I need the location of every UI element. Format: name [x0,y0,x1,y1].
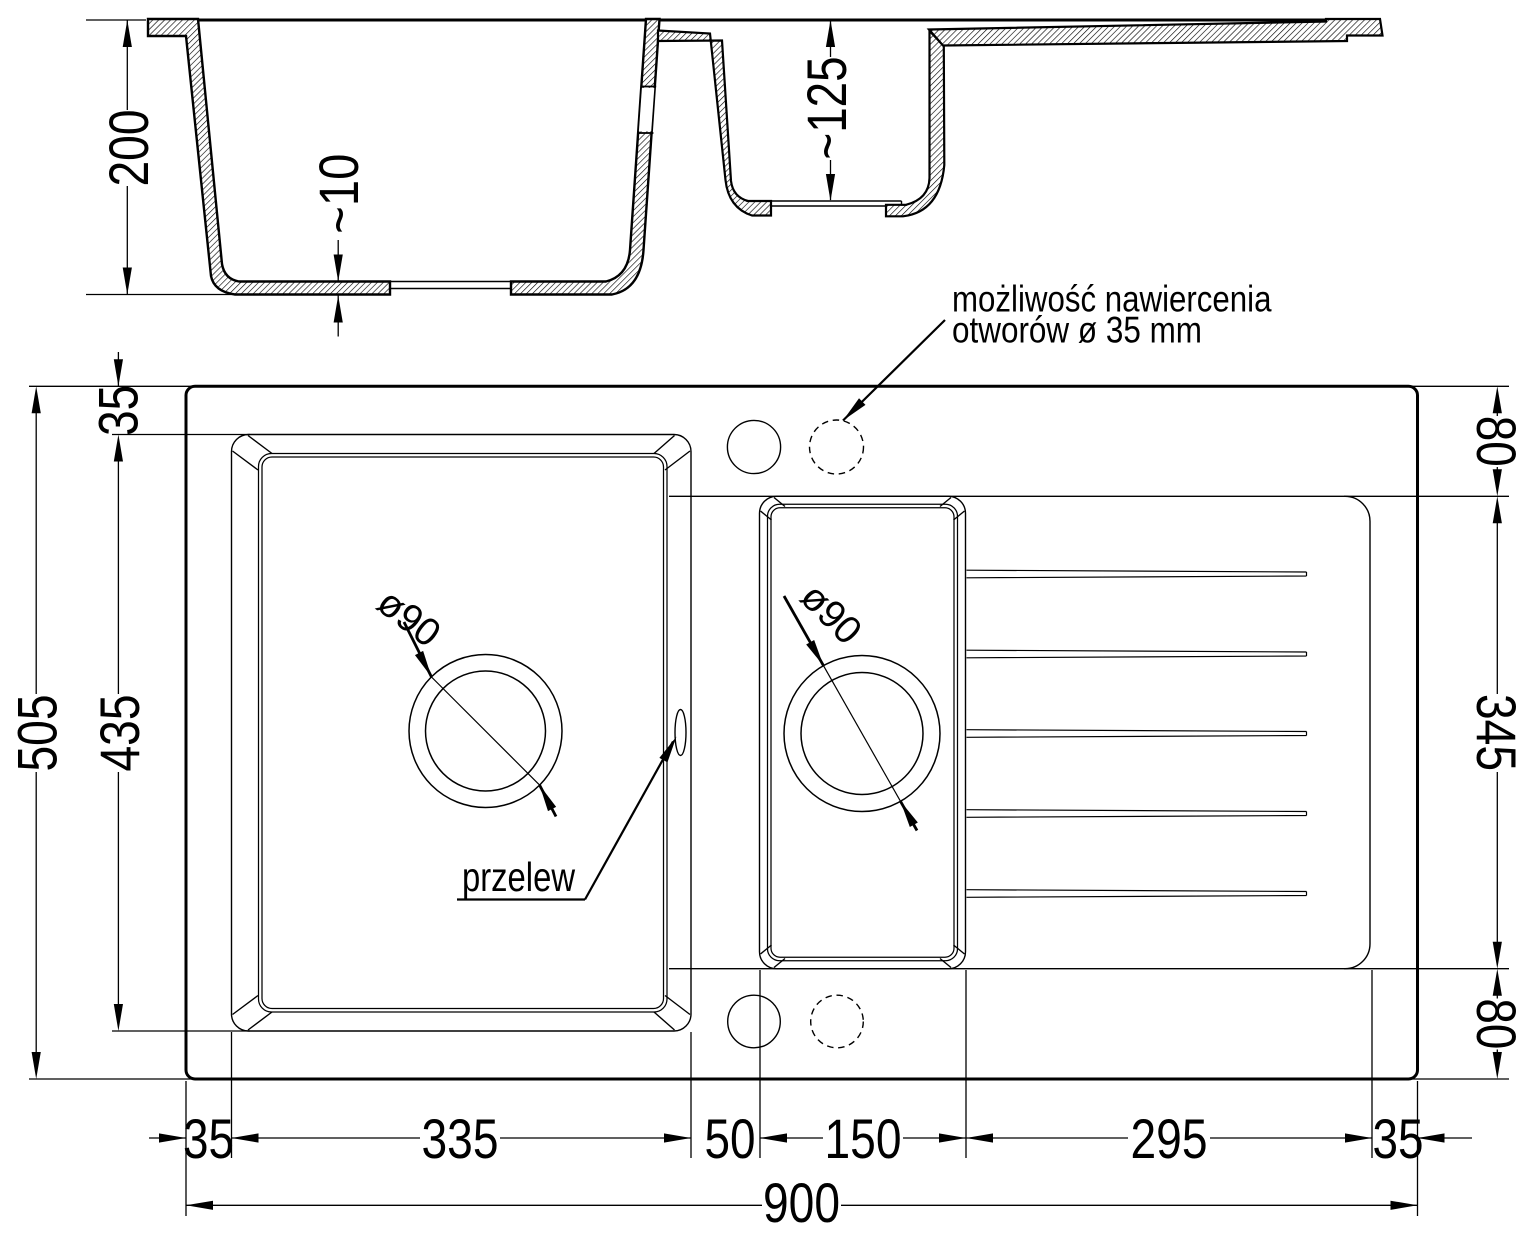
svg-text:35: 35 [86,385,149,436]
svg-text:200: 200 [97,110,160,187]
svg-text:80: 80 [1465,416,1528,467]
svg-text:35: 35 [183,1107,234,1170]
svg-text:przelew: przelew [462,854,575,900]
svg-text:80: 80 [1465,998,1528,1049]
svg-text:~125: ~125 [795,57,858,160]
svg-text:35: 35 [1373,1107,1424,1170]
svg-text:335: 335 [422,1107,499,1170]
svg-text:50: 50 [705,1107,756,1170]
svg-text:otworów ø 35 mm: otworów ø 35 mm [952,309,1202,351]
svg-text:150: 150 [825,1107,902,1170]
svg-text:możliwość nawiercenia: możliwość nawiercenia [952,278,1272,320]
svg-text:505: 505 [6,695,69,772]
svg-text:900: 900 [763,1171,840,1234]
svg-text:345: 345 [1465,694,1528,771]
svg-text:~10: ~10 [307,154,370,234]
svg-text:435: 435 [88,695,151,772]
svg-text:295: 295 [1131,1107,1208,1170]
